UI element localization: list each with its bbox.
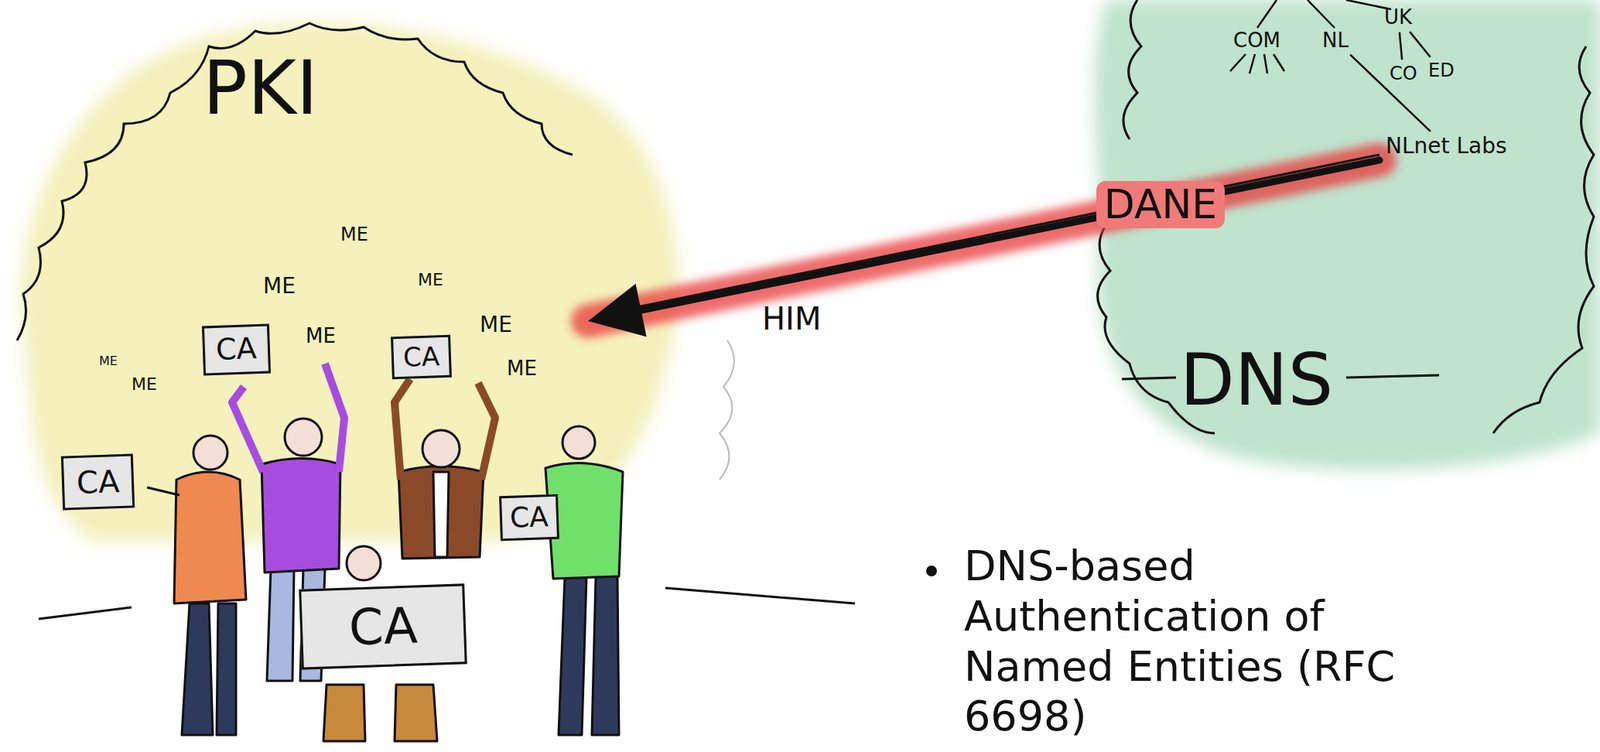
- tree-node: COM: [1230, 27, 1284, 54]
- node-label: ED: [1428, 60, 1455, 81]
- region-title: PKI: [202, 44, 318, 132]
- note-label: ME: [506, 357, 537, 380]
- ca-sign: CA: [390, 335, 452, 380]
- node-label: CA: [75, 464, 120, 500]
- pki-cloud: [17, 22, 735, 542]
- note-label: ME: [479, 313, 513, 338]
- node-label: CA: [509, 501, 549, 534]
- dns-region: DNS UK COM NL CO ED NLnet Labs: [1083, 0, 1600, 480]
- title-holder: DNS: [1179, 338, 1334, 422]
- bullet-dot: [926, 565, 937, 577]
- node-label: CO: [1389, 63, 1418, 84]
- note-label: ME: [131, 375, 158, 394]
- tree-node: ED: [1425, 58, 1458, 83]
- note-label: ME: [340, 224, 369, 245]
- bullet-text: DNS-based Authentication of Named Entiti…: [964, 541, 1398, 742]
- node-label: NLnet Labs: [1385, 134, 1508, 159]
- edge-label: DANE: [1096, 181, 1225, 229]
- tree-node: UK: [1381, 4, 1416, 31]
- title-holder: PKI: [202, 44, 318, 132]
- note-label: ME: [305, 324, 336, 348]
- note-label: ME: [99, 354, 118, 369]
- node-label: COM: [1233, 29, 1281, 52]
- ca-sign: CA: [499, 494, 560, 541]
- node-label: UK: [1384, 6, 1412, 29]
- note-label: ME: [263, 274, 296, 299]
- ca-sign: CA: [61, 453, 136, 510]
- node-label: CA: [402, 341, 440, 373]
- region-title: DNS: [1179, 338, 1334, 422]
- tree-node: NLnet Labs: [1382, 133, 1511, 161]
- ca-sign: CA: [201, 324, 271, 377]
- dns-cloud: [1094, 0, 1600, 471]
- node-label: NL: [1322, 29, 1349, 52]
- node-label: CA: [348, 598, 419, 655]
- note-label: HIM: [762, 301, 821, 336]
- dane-arrow: [588, 154, 1380, 337]
- node-label: CA: [215, 332, 257, 367]
- tree-node: CO: [1386, 61, 1421, 86]
- tree-link: [1409, 31, 1431, 58]
- pki-region: PKI CA CA CA CA CA: [0, 0, 589, 697]
- tree-node: NL: [1319, 27, 1352, 54]
- people-figures: [147, 363, 623, 742]
- ca-sign: CA: [298, 583, 468, 671]
- tree-link: [1399, 32, 1402, 60]
- tree-link: [1350, 54, 1431, 132]
- note-label: ME: [417, 270, 444, 290]
